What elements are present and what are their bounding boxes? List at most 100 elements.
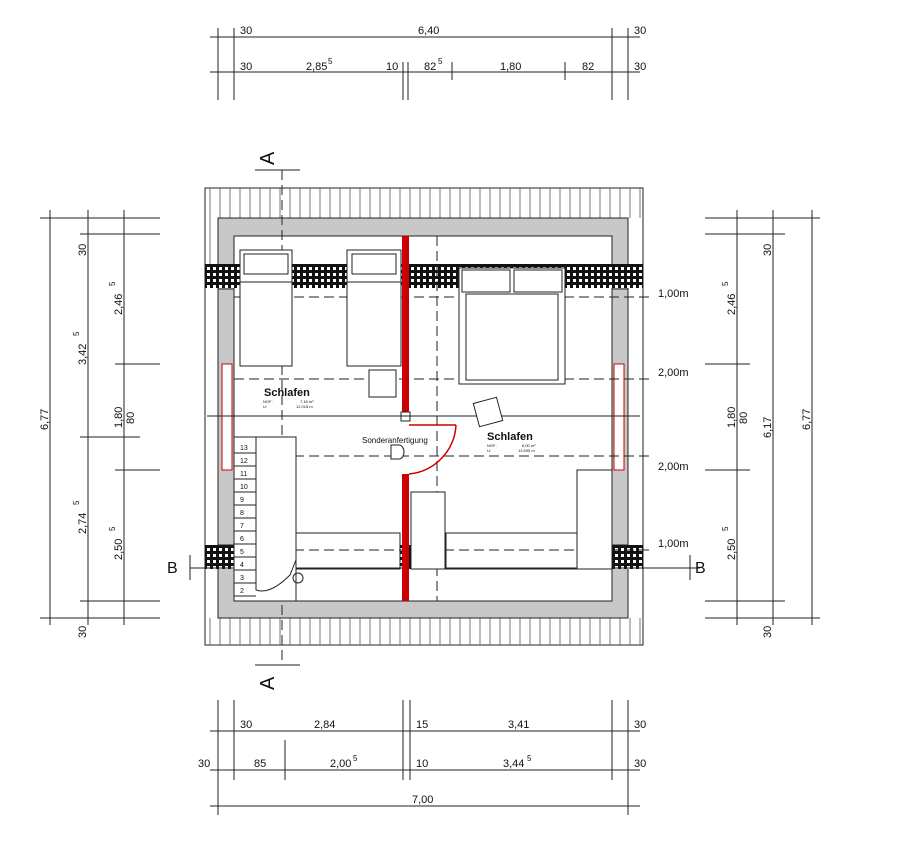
stair-number: 8 [240,510,244,517]
dim-top2-30-right: 30 [634,61,646,73]
cabinet-left [295,532,401,570]
dim-bottom1-30-left: 30 [240,719,252,731]
stair-number: 11 [240,471,247,478]
dim-left-180: 1,80 [113,407,125,428]
dim-top-30-left: 30 [240,25,252,37]
partition-post [400,411,411,422]
stair-box [233,436,297,602]
dim-top2-82: 82 [424,61,436,73]
dim-right-250: 2,50 [726,539,738,560]
dim-bottom1-15: 15 [416,719,428,731]
dim-right-80: 80 [738,412,750,424]
room2-area: 8,00 m² [522,443,536,448]
window-right [613,363,625,471]
stair-number: 2 [240,588,244,595]
dim-top-30-right: 30 [634,25,646,37]
dim-bottom-total: 7,00 [412,794,433,806]
stair-treads [234,437,297,597]
dim-top2-30-left: 30 [240,61,252,73]
door-swing [408,424,457,475]
dim-right-617: 6,17 [762,417,774,438]
dim-left-342: 3,42 [77,344,89,365]
dim-top2-82b: 82 [582,61,594,73]
dim-bottom1-284: 2,84 [314,719,335,731]
dim-right-246-sup: 5 [721,281,730,286]
dim-bottom2-30-left: 30 [198,758,210,770]
dim-left-total: 6,77 [39,409,51,430]
dim-left-274: 2,74 [77,513,89,534]
room1-nf-label: NGF: [263,399,273,404]
dim-left-342-sup: 5 [72,331,81,336]
room1-u-label: U: [263,404,267,409]
pillow-1 [243,253,289,275]
dim-top-total: 6,40 [418,25,439,37]
dim-bottom1-341: 3,41 [508,719,529,731]
wardrobe-right [576,469,613,570]
room1-u: 12,015 m [296,404,313,409]
dim-bottom2-30-right: 30 [634,758,646,770]
stair-number: 7 [240,523,244,530]
dim-left-30-bottom: 30 [77,626,89,638]
roof-tiles-bottom [209,618,641,645]
dim-top2-180: 1,80 [500,61,521,73]
dim-bottom2-10: 10 [416,758,428,770]
room-title-1: Schlafen [264,387,310,399]
sonderanfertigung-label: Sonderanfertigung [362,436,428,445]
section-b-right: B [695,560,706,577]
dim-right-30-top: 30 [762,244,774,256]
dim-top2-10: 10 [386,61,398,73]
dim-left-250: 2,50 [113,539,125,560]
dim-top2-285-sup: 5 [328,57,333,66]
dim-bottom2-200-sup: 5 [353,754,358,763]
dim-left-30-top: 30 [77,244,89,256]
stair-number: 5 [240,549,244,556]
dim-bottom2-200: 2,00 [330,758,351,770]
right-dimension-chain [705,210,820,625]
room-title-2: Schlafen [487,431,533,443]
section-a-bottom: A [257,676,279,690]
dim-left-246: 2,46 [113,294,125,315]
dim-bottom1-30-right: 30 [634,719,646,731]
height-label-2: 2,00m [658,367,689,379]
stair-number: 4 [240,562,244,569]
dim-top2-82-sup: 5 [438,57,443,66]
left-dimension-chain [40,210,160,625]
bottom-dimension-chain [210,700,640,815]
window-left [221,363,233,471]
dim-right-246: 2,46 [726,294,738,315]
room2-nf-label: NGF: [487,443,497,448]
pillow-2 [351,253,397,275]
dim-left-274-sup: 5 [72,500,81,505]
partition-bottom [402,474,409,601]
duvet [465,293,559,381]
stair-number: 10 [240,484,248,491]
room2-u: 13,595 m [518,448,535,453]
stair-numbers: 13 12 11 10 9 8 7 6 5 4 3 2 [240,445,248,595]
partition-top [402,236,409,412]
roof-tiles-top [209,188,641,264]
stair-number: 6 [240,536,244,543]
dim-bottom2-344-sup: 5 [527,754,532,763]
stair-arrow-circle [292,572,304,584]
room2-u-label: U: [487,448,491,453]
dim-right-30-bottom: 30 [762,626,774,638]
stair-number: 3 [240,575,244,582]
room1-area: 7,16 m² [300,399,314,404]
cabinet-right [445,532,580,570]
section-b-left: B [167,560,178,577]
dim-left-246-sup: 5 [108,281,117,286]
stair-number: 9 [240,497,244,504]
dim-right-180: 1,80 [726,407,738,428]
pillow-4 [513,269,563,293]
dim-left-80: 80 [125,412,137,424]
furniture [239,249,613,570]
stair-number: 12 [240,458,248,465]
stair-number: 13 [240,445,248,452]
height-label-4: 1,00m [658,538,689,550]
top-dimension-chain [210,28,640,100]
pillow-3 [461,269,511,293]
wardrobe-center [410,491,446,570]
dim-bottom2-344: 3,44 [503,758,524,770]
height-label-1: 1,00m [658,288,689,300]
